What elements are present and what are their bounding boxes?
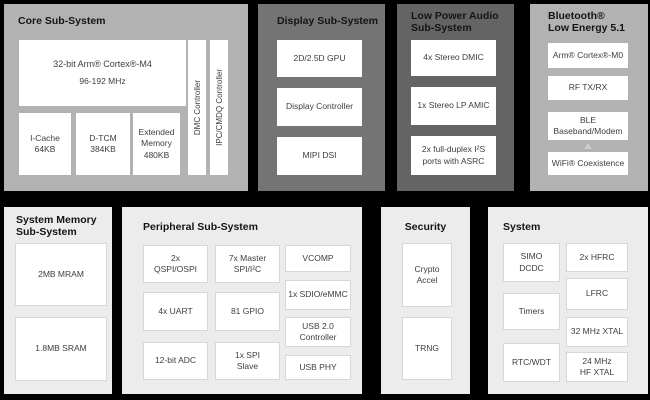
- block-mipi-dsi: MIPI DSI: [277, 137, 362, 175]
- block-i2s-asrc: 2x full-duplex I²S ports with ASRC: [411, 136, 496, 175]
- block-label: Display Controller: [285, 101, 354, 112]
- block-extended-memory: Extended Memory 480KB: [133, 113, 180, 175]
- block-label: IPC/CMDQ Controller: [214, 69, 224, 146]
- core-subsystem-panel: Core Sub-System 32-bit Arm® Cortex®-M4 9…: [4, 4, 248, 191]
- block-label: 1x SDIO/eMMC: [288, 289, 348, 300]
- block-label: 2MB MRAM: [38, 268, 84, 279]
- block-label: 7x Master SPI/I²C: [228, 252, 267, 274]
- block-label: Arm® Cortex®-M0: [552, 49, 624, 60]
- block-ipc-cmdq-controller: IPC/CMDQ Controller: [210, 40, 228, 175]
- audio-subsystem-panel: Low Power Audio Sub-System 4x Stereo DMI…: [397, 4, 514, 191]
- block-stereo-dmic: 4x Stereo DMIC: [411, 40, 496, 76]
- peripheral-subsystem-panel: Peripheral Sub-System 2x QSPI/OSPI 4x UA…: [122, 207, 362, 394]
- block-label: 2x QSPI/OSPI: [154, 252, 197, 274]
- block-lfrc: LFRC: [566, 278, 628, 310]
- block-dmc-controller: DMC Controller: [188, 40, 206, 175]
- block-wifi-coexistence: WiFi® Coexistence: [548, 152, 628, 175]
- block-hfrc: 2x HFRC: [566, 243, 628, 272]
- block-stereo-lp-amic: 1x Stereo LP AMIC: [411, 87, 496, 125]
- system-panel: System SIMO DCDC Timers RTC/WDT 2x HFRC …: [488, 207, 648, 394]
- block-label: BLE Baseband/Modem: [553, 114, 623, 136]
- block-label: 81 GPIO: [230, 305, 265, 316]
- block-sram: 1.8MB SRAM: [15, 317, 107, 381]
- block-label: D-TCM 384KB: [89, 132, 117, 154]
- block-label: LFRC: [585, 288, 609, 299]
- block-spi-slave: 1x SPI Slave: [215, 342, 280, 380]
- block-label: VCOMP: [302, 252, 334, 263]
- block-label: MIPI DSI: [302, 150, 337, 161]
- block-crypto-accel: Crypto Accel: [402, 243, 452, 307]
- block-label: Extended Memory 480KB: [138, 127, 175, 160]
- block-label: USB 2.0 Controller: [299, 320, 337, 342]
- display-subsystem-panel: Display Sub-System 2D/2.5D GPU Display C…: [258, 4, 385, 191]
- block-label: Timers: [518, 305, 545, 316]
- block-label: 1x Stereo LP AMIC: [417, 100, 490, 111]
- block-label: 1x SPI Slave: [234, 349, 261, 371]
- block-label: 2x HFRC: [579, 251, 615, 262]
- audio-subsystem-title: Low Power Audio Sub-System: [411, 10, 499, 35]
- block-label: 1.8MB SRAM: [35, 343, 87, 354]
- block-adc: 12-bit ADC: [143, 342, 208, 380]
- block-d-tcm: D-TCM 384KB: [76, 113, 130, 175]
- block-ble-baseband-modem: BLE Baseband/Modem: [548, 112, 628, 140]
- block-sdio-emmc: 1x SDIO/eMMC: [285, 280, 351, 310]
- core-subsystem-title: Core Sub-System: [18, 15, 106, 27]
- block-32mhz-xtal: 32 MHz XTAL: [566, 317, 628, 347]
- block-label: 4x UART: [158, 305, 193, 316]
- block-label: TRNG: [414, 342, 440, 353]
- block-label: SIMO DCDC: [519, 251, 544, 273]
- block-24mhz-hf-xtal: 24 MHz HF XTAL: [566, 352, 628, 382]
- block-qspi-ospi: 2x QSPI/OSPI: [143, 245, 208, 283]
- display-subsystem-title: Display Sub-System: [277, 15, 378, 27]
- block-display-controller: Display Controller: [277, 88, 362, 126]
- security-panel: Security Crypto Accel TRNG: [381, 207, 470, 394]
- block-master-spi-i2c: 7x Master SPI/I²C: [215, 245, 280, 283]
- block-label: WiFi® Coexistence: [551, 157, 625, 168]
- block-label: I-Cache 64KB: [30, 132, 60, 154]
- block-gpio: 81 GPIO: [215, 292, 280, 331]
- block-usb-controller: USB 2.0 Controller: [285, 317, 351, 347]
- block-usb-phy: USB PHY: [285, 355, 351, 380]
- block-rtc-wdt: RTC/WDT: [503, 343, 560, 382]
- block-label: RTC/WDT: [511, 356, 552, 367]
- block-label: 24 MHz HF XTAL: [579, 355, 615, 377]
- block-i-cache: I-Cache 64KB: [19, 113, 71, 175]
- block-label: 2x full-duplex I²S ports with ASRC: [421, 144, 486, 166]
- block-simo-dcdc: SIMO DCDC: [503, 243, 560, 282]
- block-sublabel: 96-192 MHz: [79, 76, 126, 87]
- system-memory-panel: System Memory Sub-System 2MB MRAM 1.8MB …: [4, 207, 112, 394]
- block-vcomp: VCOMP: [285, 245, 351, 272]
- block-label: 4x Stereo DMIC: [423, 52, 484, 63]
- block-rf-tx-rx: RF TX/RX: [548, 76, 628, 100]
- arrow-up-icon: [584, 143, 592, 149]
- system-title: System: [503, 221, 541, 233]
- block-cortex-m4: 32-bit Arm® Cortex®-M4 96-192 MHz: [19, 40, 186, 106]
- block-cortex-m0: Arm® Cortex®-M0: [548, 43, 628, 68]
- block-label: 12-bit ADC: [154, 355, 197, 366]
- security-title: Security: [404, 221, 447, 233]
- block-label: 2D/2.5D GPU: [293, 52, 346, 63]
- block-label: Crypto Accel: [414, 263, 440, 285]
- block-uart: 4x UART: [143, 292, 208, 331]
- block-mram: 2MB MRAM: [15, 243, 107, 306]
- system-memory-title: System Memory Sub-System: [16, 214, 97, 239]
- block-trng: TRNG: [402, 317, 452, 380]
- peripheral-subsystem-title: Peripheral Sub-System: [143, 221, 258, 233]
- block-timers: Timers: [503, 293, 560, 330]
- block-label: 32 MHz XTAL: [570, 326, 624, 337]
- block-label: RF TX/RX: [568, 82, 608, 93]
- bluetooth-subsystem-title: Bluetooth® Low Energy 5.1: [548, 10, 626, 35]
- block-label: 32-bit Arm® Cortex®-M4: [53, 58, 152, 69]
- block-label: DMC Controller: [192, 79, 202, 136]
- bluetooth-subsystem-panel: Bluetooth® Low Energy 5.1 Arm® Cortex®-M…: [530, 4, 648, 191]
- block-gpu: 2D/2.5D GPU: [277, 40, 362, 77]
- block-label: USB PHY: [299, 361, 337, 372]
